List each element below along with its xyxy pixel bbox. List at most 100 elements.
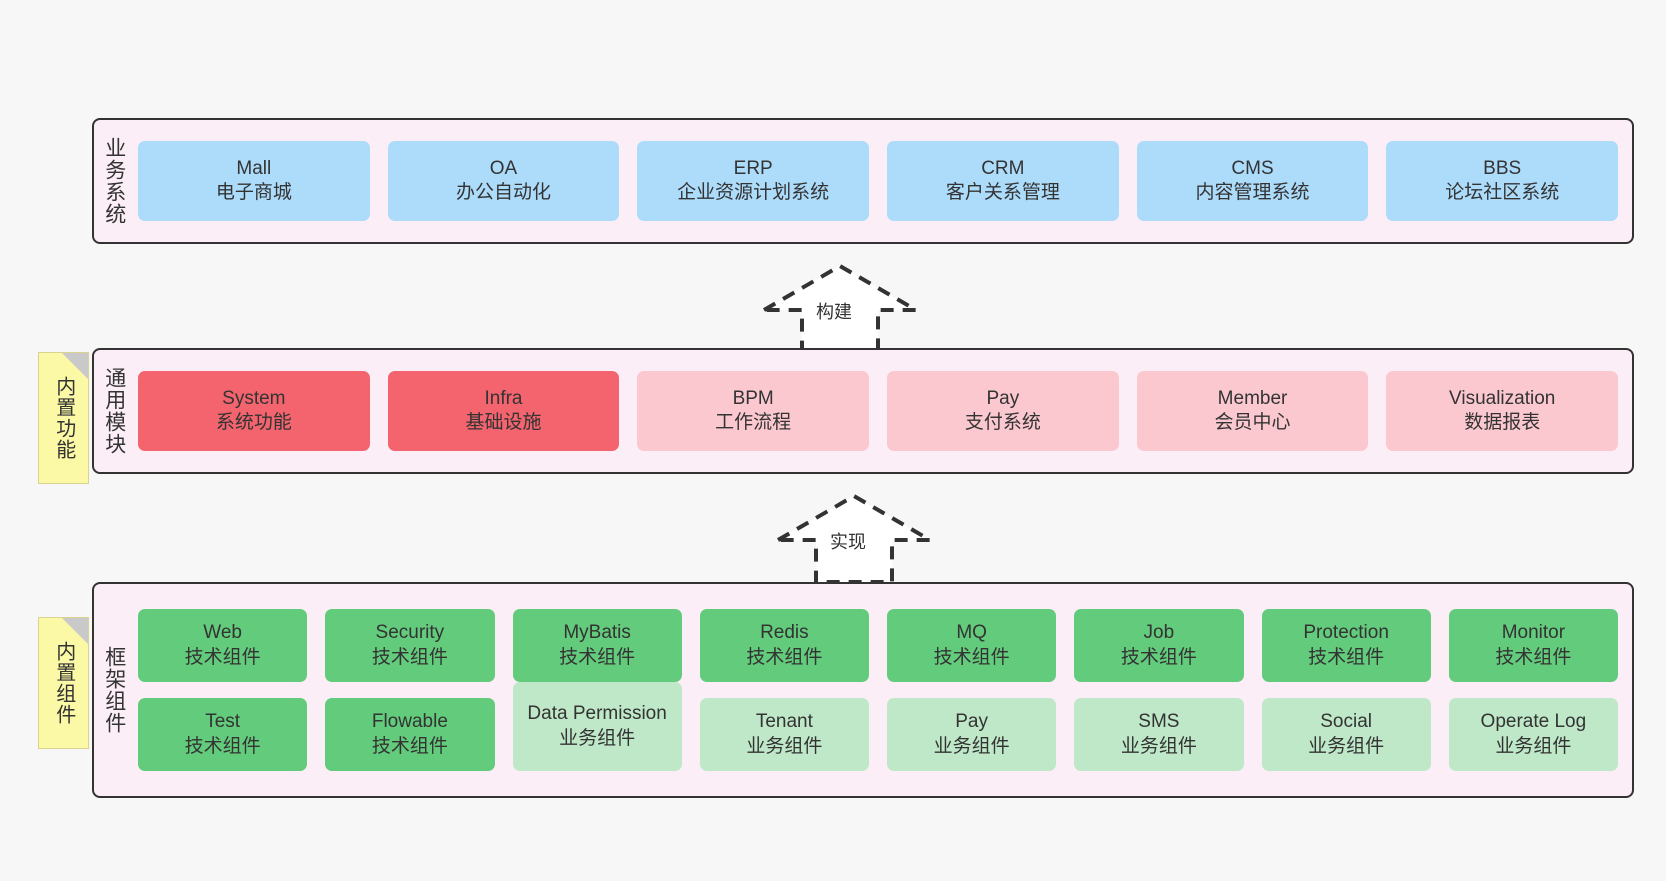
- business-system-card-subtitle: 办公自动化: [456, 182, 552, 203]
- framework-component-card-subtitle: 技术组件: [1120, 646, 1197, 668]
- framework-component-card-subtitle: 技术组件: [559, 646, 636, 668]
- common-module-card[interactable]: Visualization 数据报表: [1386, 371, 1619, 451]
- common-module-card[interactable]: Member 会员中心: [1136, 371, 1369, 451]
- framework-component-card-subtitle: 技术组件: [1308, 646, 1385, 668]
- builtin-function-note-label: 内置功能: [52, 376, 75, 460]
- note-fold-corner-icon: [62, 618, 88, 644]
- framework-component-card-subtitle: 业务组件: [559, 727, 636, 749]
- framework-component-card-subtitle: 技术组件: [933, 646, 1010, 668]
- framework-component-card-title: Protection: [1303, 622, 1389, 644]
- common-module-card[interactable]: BPM 工作流程: [637, 371, 870, 451]
- framework-component-card-title: Data Permission: [527, 703, 667, 725]
- framework-component-card-subtitle: 业务组件: [933, 735, 1010, 757]
- business-system-card-title: BBS: [1483, 157, 1522, 179]
- business-system-card-subtitle: 电子商城: [215, 182, 292, 203]
- build-arrow: 构建: [756, 262, 924, 354]
- business-system-card[interactable]: CRM 客户关系管理: [887, 141, 1119, 221]
- implement-arrow-label: 实现: [830, 532, 866, 552]
- common-module-card-subtitle: 基础设施: [465, 412, 542, 433]
- framework-component-card-subtitle: 业务组件: [1120, 735, 1197, 757]
- common-module-card[interactable]: Infra 基础设施: [387, 371, 620, 451]
- framework-component-card-title: Flowable: [371, 711, 448, 733]
- framework-component-card-subtitle: 技术组件: [371, 646, 448, 668]
- note-fold-corner-icon: [62, 353, 88, 379]
- common-module-card-title: System: [222, 387, 286, 409]
- common-module-card-subtitle: 系统功能: [215, 412, 292, 433]
- common-module-card-title: Visualization: [1449, 387, 1556, 409]
- builtin-component-note: 内置组件: [38, 617, 89, 749]
- common-module-card[interactable]: Pay 支付系统: [887, 371, 1119, 451]
- business-system-card-subtitle: 论坛社区系统: [1445, 182, 1560, 203]
- business-system-card-title: OA: [489, 157, 518, 179]
- business-system-card[interactable]: BBS 论坛社区系统: [1386, 141, 1619, 221]
- business-system-card-subtitle: 客户关系管理: [945, 182, 1060, 203]
- common-module-card-title: BPM: [732, 387, 774, 409]
- builtin-function-note: 内置功能: [38, 352, 89, 484]
- business-system-card-subtitle: 内容管理系统: [1195, 182, 1310, 203]
- framework-component-card-subtitle: 技术组件: [371, 735, 448, 757]
- business-system-card-title: Mall: [236, 157, 272, 179]
- framework-component-card-title: SMS: [1138, 711, 1180, 733]
- common-modules-row: System 系统功能 Infra 基础设施 BPM 工作流程 Pay 支付系统 Member 会…: [138, 371, 1619, 451]
- framework-component-card-subtitle: 技术组件: [1495, 646, 1572, 668]
- common-module-card-title: Member: [1217, 387, 1288, 409]
- implement-arrow: 实现: [770, 492, 938, 584]
- framework-component-card-title: Social: [1320, 711, 1372, 733]
- framework-component-card-title: Web: [203, 622, 242, 644]
- framework-component-card-title: Test: [205, 711, 241, 733]
- business-system-card[interactable]: Mall 电子商城: [138, 141, 370, 221]
- business-system-card-title: ERP: [733, 157, 773, 179]
- framework-component-card-subtitle: 业务组件: [1495, 735, 1572, 757]
- common-module-card-subtitle: 数据报表: [1464, 412, 1541, 433]
- common-module-card[interactable]: System 系统功能: [138, 371, 370, 451]
- common-module-card-title: Pay: [986, 387, 1020, 409]
- common-modules-cards: System 系统功能 Infra 基础设施 BPM 工作流程 Pay 支付系统 Member 会…: [134, 350, 1632, 472]
- common-module-card-title: Infra: [484, 387, 523, 409]
- build-arrow-label: 构建: [816, 302, 852, 322]
- common-module-card-subtitle: 支付系统: [964, 412, 1041, 433]
- framework-component-card-subtitle: 业务组件: [746, 735, 823, 757]
- framework-component-card-title: Monitor: [1501, 622, 1566, 644]
- business-system-card-title: CRM: [981, 157, 1025, 179]
- framework-component-card-title: Pay: [955, 711, 988, 733]
- common-module-card-subtitle: 会员中心: [1214, 412, 1291, 433]
- framework-component-card-title: Job: [1143, 622, 1175, 644]
- common-module-card-subtitle: 工作流程: [715, 412, 792, 433]
- business-systems-layer-title: 业务系统: [102, 137, 126, 225]
- framework-component-card-title: Tenant: [755, 711, 813, 733]
- common-modules-layer-title: 通用模块: [102, 367, 126, 455]
- framework-component-card-title: Security: [375, 622, 445, 644]
- business-system-card[interactable]: OA 办公自动化: [387, 141, 620, 221]
- framework-component-card-title: MyBatis: [563, 622, 631, 644]
- common-modules-layer: 通用模块 System 系统功能 Infra 基础设施 BPM 工作流程 Pay 支付系统 Me…: [92, 348, 1634, 474]
- framework-component-card-subtitle: 技术组件: [184, 735, 261, 757]
- framework-component-card-title: MQ: [956, 622, 987, 644]
- framework-component-card-subtitle: 业务组件: [1308, 735, 1385, 757]
- framework-component-card-subtitle: 技术组件: [184, 646, 261, 668]
